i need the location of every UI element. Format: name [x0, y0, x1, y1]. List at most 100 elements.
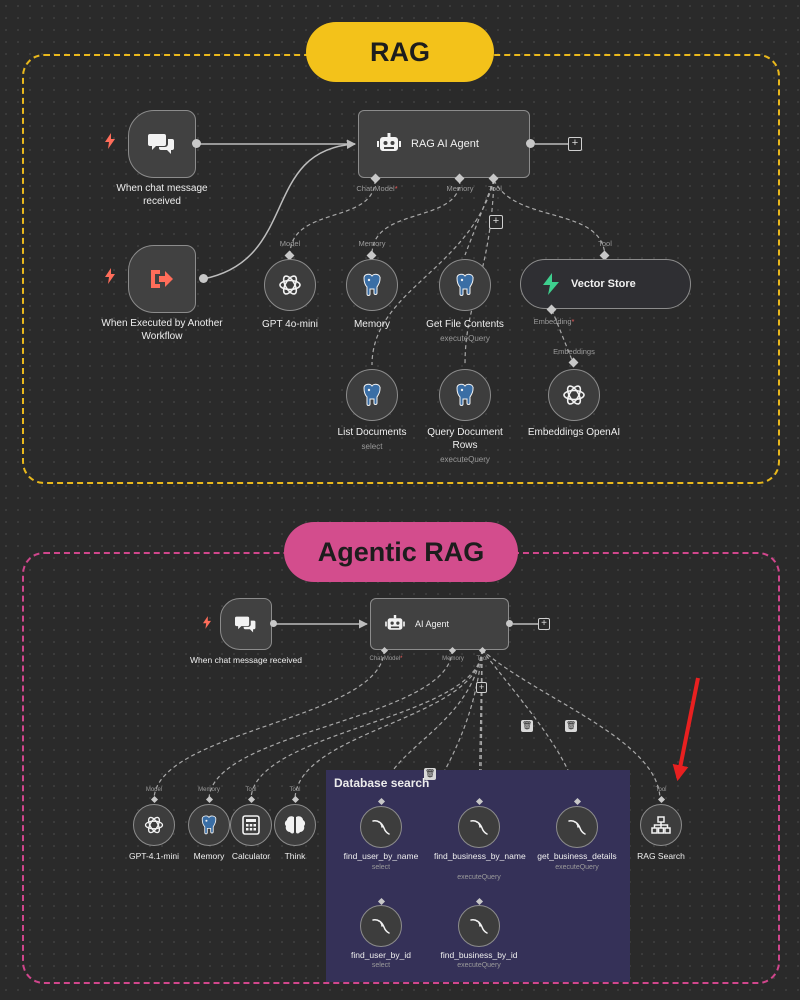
rag-add-node-button[interactable]: + [568, 137, 582, 151]
wire-agentic-details [481, 649, 578, 803]
wire-agentic-calc [250, 649, 483, 801]
agentic-chat-trigger-output-handle[interactable] [270, 620, 277, 627]
find-business-by-name-operation: executeQuery [457, 874, 501, 881]
gpt-4-1-mini-label: GPT-4.1-mini [128, 851, 180, 861]
query-document-rows-operation: executeQuery [440, 455, 490, 464]
wire-agentic-rag-search [481, 649, 661, 801]
annotation-arrow [672, 677, 700, 782]
find-business-by-id-label: find_business_by_id [440, 950, 518, 960]
workflow-trigger-node[interactable] [128, 245, 196, 313]
find-user-by-id-node[interactable] [360, 905, 402, 947]
delete-connection-icon[interactable]: 🗑 [424, 768, 436, 780]
agentic-chat-trigger-label: When chat message received [190, 655, 302, 665]
think-port-label: Tool [289, 787, 301, 793]
embeddings-openai-node[interactable] [548, 369, 600, 421]
wire-tool-list [371, 179, 495, 366]
wire-vector-embed [551, 309, 575, 366]
get-file-contents-label: Get File Contents [426, 319, 504, 330]
list-documents-operation: select [361, 442, 383, 451]
agentic-memory-node[interactable] [188, 804, 230, 846]
chat-bubbles-icon [235, 616, 256, 632]
wire-tool-vector [493, 179, 606, 259]
calculator-node[interactable] [230, 804, 272, 846]
workflow-trigger-label: When Executed by Another Workflow [101, 318, 223, 342]
postgres-icon [363, 273, 381, 296]
rag-agent-output-handle[interactable] [526, 139, 535, 148]
agentic-memory-port-label: Memory [198, 787, 220, 793]
chat-trigger-label: When chat message received [116, 183, 208, 207]
postgres-icon [201, 815, 217, 835]
gpt-port-label: Model [279, 239, 301, 248]
mysql-icon [470, 919, 488, 934]
get-file-contents-operation: executeQuery [440, 334, 490, 343]
find-user-by-id-label: find_user_by_id [350, 950, 411, 960]
get-file-contents-node[interactable] [439, 259, 491, 311]
rag-search-node[interactable] [640, 804, 682, 846]
vector-store-embedding-label: Embedding* [533, 317, 575, 326]
rag-memory-port-label: Memory [446, 184, 474, 193]
postgres-icon [456, 383, 474, 406]
embeddings-port-label: Embeddings [553, 347, 595, 356]
ai-agent-output-handle[interactable] [506, 620, 513, 627]
vector-store-port-label: Tool [598, 239, 612, 248]
find-business-by-name-node[interactable] [458, 806, 500, 848]
agentic-add-tool-button[interactable]: + [476, 682, 487, 693]
agentic-section-title: Agentic RAG [284, 522, 518, 582]
wire-agentic-think [294, 649, 483, 801]
get-business-details-operation: executeQuery [555, 864, 599, 871]
gpt-4-1-mini-node[interactable] [133, 804, 175, 846]
wire-agentic-business-id [478, 649, 483, 903]
mysql-icon [372, 919, 390, 934]
postgres-icon [456, 273, 474, 296]
find-user-by-name-label: find_user_by_name [343, 851, 419, 861]
get-business-details-node[interactable] [556, 806, 598, 848]
agentic-chat-trigger-node[interactable] [220, 598, 272, 650]
vector-store-title: Vector Store [571, 278, 636, 290]
sitemap-icon [651, 816, 671, 834]
agentic-add-node-button[interactable]: + [538, 618, 550, 630]
rag-search-port-label: Tool [655, 787, 667, 793]
rag-section-title: RAG [306, 22, 494, 82]
ai-agent-memory-label: Memory [442, 656, 464, 662]
openai-icon [279, 275, 301, 295]
think-node[interactable] [274, 804, 316, 846]
delete-connection-icon[interactable]: 🗑 [521, 720, 533, 732]
chat-trigger-output-handle[interactable] [192, 139, 201, 148]
rag-tool-port-label: Tool [488, 184, 502, 193]
ai-agent-node[interactable]: AI Agent [370, 598, 509, 650]
gpt-4o-mini-node[interactable] [264, 259, 316, 311]
query-document-rows-label: Query Document Rows [427, 427, 503, 451]
calculator-port-label: Tool [245, 787, 257, 793]
rag-search-label: RAG Search [637, 851, 685, 861]
list-documents-label: List Documents [337, 427, 407, 438]
delete-connection-icon[interactable]: 🗑 [565, 720, 577, 732]
sign-out-icon [151, 270, 173, 288]
list-documents-node[interactable] [346, 369, 398, 421]
rag-agent-node[interactable]: RAG AI Agent [358, 110, 530, 178]
find-business-by-id-operation: executeQuery [457, 962, 501, 969]
find-user-by-name-operation: select [371, 864, 391, 871]
openai-icon [144, 816, 164, 834]
query-document-rows-node[interactable] [439, 369, 491, 421]
chat-trigger-node[interactable] [128, 110, 196, 178]
workflow-trigger-output-handle[interactable] [199, 274, 208, 283]
rag-chat-model-port-label: Chat Model* [356, 184, 398, 193]
rag-add-tool-button[interactable]: + [489, 215, 503, 229]
openai-icon [563, 385, 585, 405]
ai-agent-chat-model-label: Chat Model* [369, 656, 403, 662]
gpt-label: GPT 4o-mini [262, 319, 318, 330]
find-user-by-name-node[interactable] [360, 806, 402, 848]
ai-agent-tool-label: Tool [476, 656, 488, 662]
wire-memory [371, 179, 461, 256]
robot-icon [385, 615, 405, 630]
memory-label: Memory [353, 319, 391, 330]
find-business-by-id-node[interactable] [458, 905, 500, 947]
agentic-memory-label: Memory [193, 851, 225, 861]
memory-node[interactable] [346, 259, 398, 311]
get-business-details-label: get_business_details [537, 851, 617, 861]
wire-agentic-gpt [153, 649, 385, 801]
vector-store-node[interactable]: Vector Store [520, 259, 691, 309]
wire-agentic-memory [208, 649, 453, 801]
calculator-icon [242, 815, 260, 835]
robot-icon [377, 133, 401, 151]
